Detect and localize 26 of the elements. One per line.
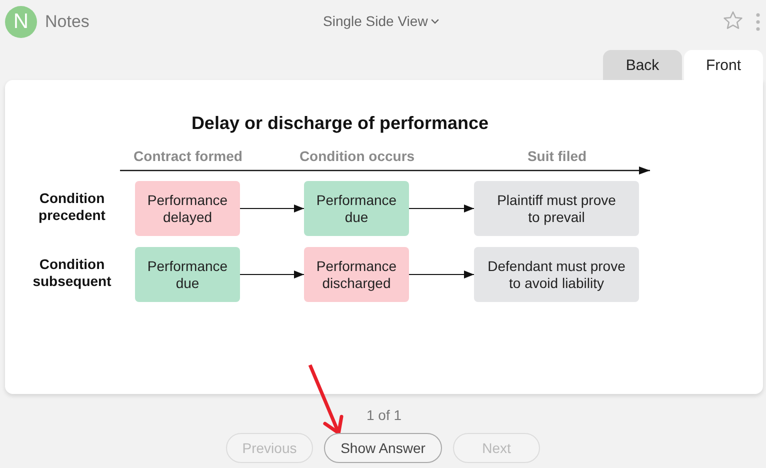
row-heading: Condition precedent <box>38 190 106 224</box>
column-heading: Condition occurs <box>298 148 416 165</box>
avatar: N <box>5 6 37 38</box>
column-heading: Contract formed <box>132 148 244 165</box>
step-box: Performance due <box>304 181 409 236</box>
arrow <box>240 204 304 212</box>
step-box: Performance due <box>135 247 240 302</box>
app-title: Notes <box>45 12 90 32</box>
step-box: Plaintiff must prove to prevail <box>474 181 639 236</box>
nav-button: Previous <box>226 433 313 463</box>
arrow <box>308 364 344 435</box>
arrow <box>409 204 474 212</box>
diagram-title: Delay or discharge of performance <box>190 112 490 134</box>
step-box: Performance delayed <box>135 181 240 236</box>
tab: Front <box>684 50 763 83</box>
step-box: Defendant must prove to avoid liability <box>474 247 639 302</box>
page-counter: 1 of 1 <box>365 406 403 424</box>
step-box: Performance discharged <box>304 247 409 302</box>
arrow <box>409 270 474 278</box>
row-heading: Condition subsequent <box>32 256 112 290</box>
nav-button: Next <box>453 433 540 463</box>
action-button: Show Answer <box>324 433 442 463</box>
column-heading: Suit filed <box>526 148 588 165</box>
arrow <box>240 270 304 278</box>
tab: Back <box>603 50 682 80</box>
view-dropdown: Single Side View <box>323 12 439 30</box>
